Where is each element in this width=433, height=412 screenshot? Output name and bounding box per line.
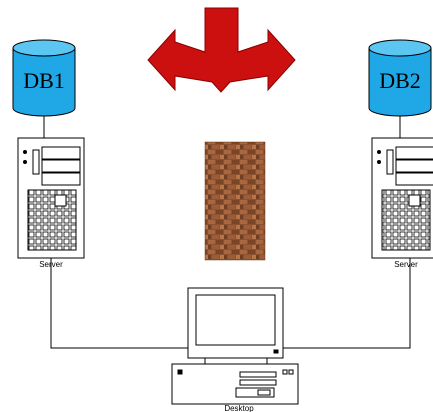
db2-label: DB2 xyxy=(379,68,421,93)
brick-wall-icon xyxy=(204,141,266,261)
database-cylinder-icon xyxy=(368,39,432,117)
split-arrow-icon xyxy=(147,7,296,93)
server-left-label: Server xyxy=(39,260,63,269)
server-icon xyxy=(371,137,433,259)
connector-server1-desktop xyxy=(50,258,188,349)
desktop-computer-icon xyxy=(171,287,299,405)
database-db2: DB2 xyxy=(368,39,432,117)
database-db1: DB1 xyxy=(12,39,76,117)
connector-server2-desktop xyxy=(283,258,411,349)
desktop-label: Desktop xyxy=(224,404,254,412)
database-cylinder-icon xyxy=(12,39,76,117)
db1-label: DB1 xyxy=(23,68,65,93)
connection-lines xyxy=(43,116,411,349)
server-right-label: Server xyxy=(394,260,418,269)
server-right: Server xyxy=(371,137,433,269)
desktop-computer: Desktop xyxy=(171,287,299,412)
server-icon xyxy=(17,137,85,259)
server-left: Server xyxy=(17,137,85,269)
